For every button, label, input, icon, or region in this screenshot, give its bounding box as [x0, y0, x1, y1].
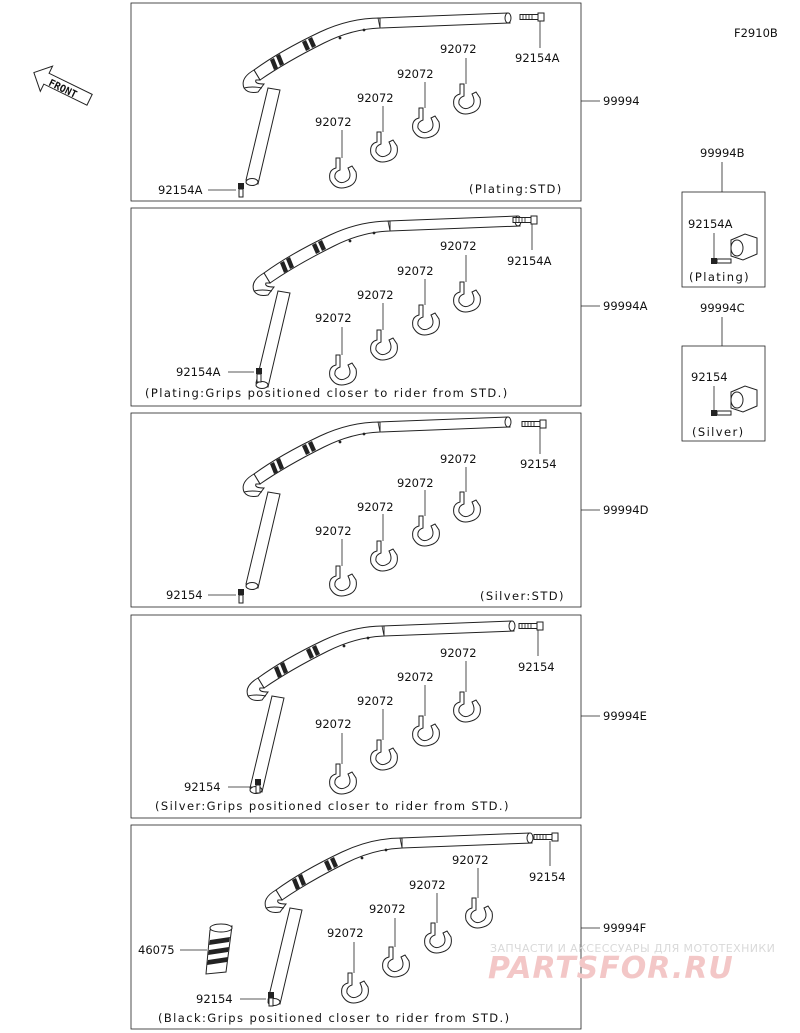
clamp-label: 92072: [315, 717, 352, 731]
caption: (Plating:STD): [469, 182, 563, 196]
clamp-3: [412, 107, 440, 139]
clamp-label: 92072: [409, 878, 446, 892]
clamp-label: 92072: [357, 500, 394, 514]
assembly-label: 99994F: [603, 921, 646, 935]
watermark-line2: PARTSFOR.RU: [488, 951, 734, 986]
clamp-2: [382, 946, 410, 978]
clamp-label: 92072: [440, 646, 477, 660]
clamp-label: 92072: [357, 288, 394, 302]
clamp-2: [370, 540, 398, 572]
bolt-bottom-label: 92154: [196, 992, 233, 1006]
clamp-4: [453, 491, 481, 523]
clamp-label: 92072: [327, 926, 364, 940]
clamp-3: [412, 715, 440, 747]
clamp-label: 92072: [440, 452, 477, 466]
clamp-label: 92072: [397, 476, 434, 490]
grip-icon: [205, 923, 233, 975]
clamp-1: [329, 157, 357, 189]
clamp-label: 92072: [397, 67, 434, 81]
clamp-label: 92072: [440, 239, 477, 253]
kit-99994B: 99994B 92154A (Plating): [681, 146, 766, 288]
panel-99994A: 92072 92072 92072 92072 92154A 92154A (P…: [130, 207, 648, 407]
caption: (Silver): [692, 425, 744, 439]
clamp-4: [453, 691, 481, 723]
clamp-2: [370, 739, 398, 771]
caption: (Silver:Grips positioned closer to rider…: [155, 799, 510, 813]
kit-bolt-label: 92154A: [688, 217, 733, 231]
clamp-label: 92072: [397, 670, 434, 684]
clamp-label: 92072: [315, 524, 352, 538]
caption: (Black:Grips positioned closer to rider …: [158, 1011, 510, 1025]
clamp-label: 92072: [397, 264, 434, 278]
bolt-top-label: 92154: [518, 660, 555, 674]
assembly-label: 99994E: [603, 709, 647, 723]
clamp-label: 92072: [357, 694, 394, 708]
assembly-label: 99994A: [603, 299, 648, 313]
panel-99994D: 92072 92072 92072 92072 92154 92154 (Sil…: [130, 412, 649, 608]
clamp-3: [412, 304, 440, 336]
assembly-label: 99994C: [700, 301, 745, 315]
clamp-label: 92072: [315, 115, 352, 129]
bolt-bottom-label: 92154A: [176, 365, 221, 379]
grip-label: 46075: [138, 943, 175, 957]
panel-99994F: 92072 92072 92072 92072 92154 46075 9215…: [130, 824, 646, 1030]
clamp-1: [329, 763, 357, 795]
clamp-4: [453, 281, 481, 313]
bolt-top-label: 92154A: [515, 51, 560, 65]
clamp-label: 92072: [315, 311, 352, 325]
caption: (Plating): [689, 270, 750, 284]
clamp-3: [424, 922, 452, 954]
clamp-2: [370, 131, 398, 163]
front-arrow-icon: FRONT: [33, 65, 93, 106]
panel-99994E: 92072 92072 92072 92072 92154 92154 (Sil…: [130, 614, 647, 819]
clamp-label: 92072: [452, 853, 489, 867]
clamp-label: 92072: [440, 42, 477, 56]
kit-99994C: 99994C 92154 (Silver): [681, 301, 766, 442]
clamp-4: [453, 83, 481, 115]
bolt-top-label: 92154: [520, 457, 557, 471]
clamp-label: 92072: [369, 902, 406, 916]
figure-code: F2910B: [734, 26, 778, 40]
bolt-top-label: 92154: [529, 870, 566, 884]
caption: (Silver:STD): [480, 589, 565, 603]
assembly-label: 99994D: [603, 503, 649, 517]
caption: (Plating:Grips positioned closer to ride…: [145, 386, 509, 400]
clamp-3: [412, 515, 440, 547]
assembly-label: 99994: [603, 94, 640, 108]
bolt-bottom-label: 92154A: [158, 183, 203, 197]
panel-99994: 92072 92072 92072 92072 92154A 92154A (P…: [130, 2, 640, 202]
watermark-line1: ЗАПЧАСТИ И АКСЕССУАРЫ ДЛЯ МОТОТЕХНИКИ: [490, 942, 775, 955]
watermark: ЗАПЧАСТИ И АКСЕССУАРЫ ДЛЯ МОТОТЕХНИКИ PA…: [488, 942, 775, 986]
bolt-bottom-label: 92154: [166, 588, 203, 602]
kit-bolt-label: 92154: [691, 370, 728, 384]
clamp-label: 92072: [357, 91, 394, 105]
clamp-1: [341, 972, 369, 1004]
assembly-label: 99994B: [700, 146, 745, 160]
clamp-4: [465, 897, 493, 929]
bolt-bottom-label: 92154: [184, 780, 221, 794]
clamp-1: [329, 354, 357, 386]
bolt-top-label: 92154A: [507, 254, 552, 268]
clamp-2: [370, 329, 398, 361]
clamp-1: [329, 565, 357, 597]
